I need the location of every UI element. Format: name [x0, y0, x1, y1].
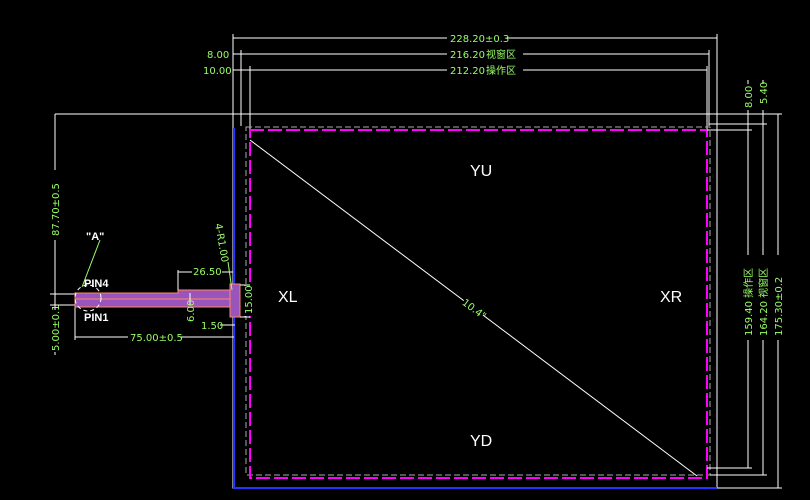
tail-length-dim: 75.00±0.5	[130, 333, 183, 344]
active-width-dim: 212.20	[450, 66, 485, 77]
view-width-dim: 216.20	[450, 50, 485, 61]
view-top-offset-dim: 5.40	[759, 82, 770, 104]
active-width-label: 操作区	[486, 64, 516, 77]
right-dimensions: 159.40 操作区 164.20 视窗区 175.30±0.2 8.00 5.…	[707, 80, 785, 489]
overall-height-dim: 175.30±0.2	[774, 277, 785, 336]
electrode-xr: XR	[660, 289, 682, 306]
fpc-tail: 87.70±0.5 5.00±0.1 75.00±0.5 26.50 6.00 …	[48, 113, 255, 355]
overall-width-dim: 228.20±0.3	[450, 34, 509, 45]
view-width-label: 视窗区	[486, 48, 516, 61]
electrode-xl: XL	[278, 289, 298, 306]
connector-width-dim: 15.00	[244, 285, 255, 314]
tail-width-dim: 5.00±0.1	[51, 304, 62, 351]
top-dimensions: 228.20±0.3 216.20 视窗区 212.20 操作区 8.00 10…	[203, 32, 718, 130]
electrode-yu: YU	[470, 163, 492, 180]
detail-a-label: "A"	[86, 231, 104, 243]
view-offset-dim: 8.00	[207, 50, 229, 61]
step-length-dim: 26.50	[193, 267, 222, 278]
panel-outlines: 10.4" YU YD XL XR	[232, 113, 718, 489]
gap-dim: 1.50	[201, 321, 223, 332]
tail-height-dim: 87.70±0.5	[51, 183, 62, 236]
pin4-label: PIN4	[84, 278, 109, 290]
active-offset-dim: 10.00	[203, 66, 232, 77]
view-height-dim: 164.20 视窗区	[757, 268, 770, 336]
active-top-offset-dim: 8.00	[744, 86, 755, 108]
active-height-dim: 159.40 操作区	[742, 268, 755, 336]
electrode-yd: YD	[470, 433, 492, 450]
corner-radius-dim: 4-R1.00	[212, 223, 230, 264]
tail-section-dim: 6.00	[186, 300, 197, 322]
pin1-label: PIN1	[84, 312, 108, 324]
